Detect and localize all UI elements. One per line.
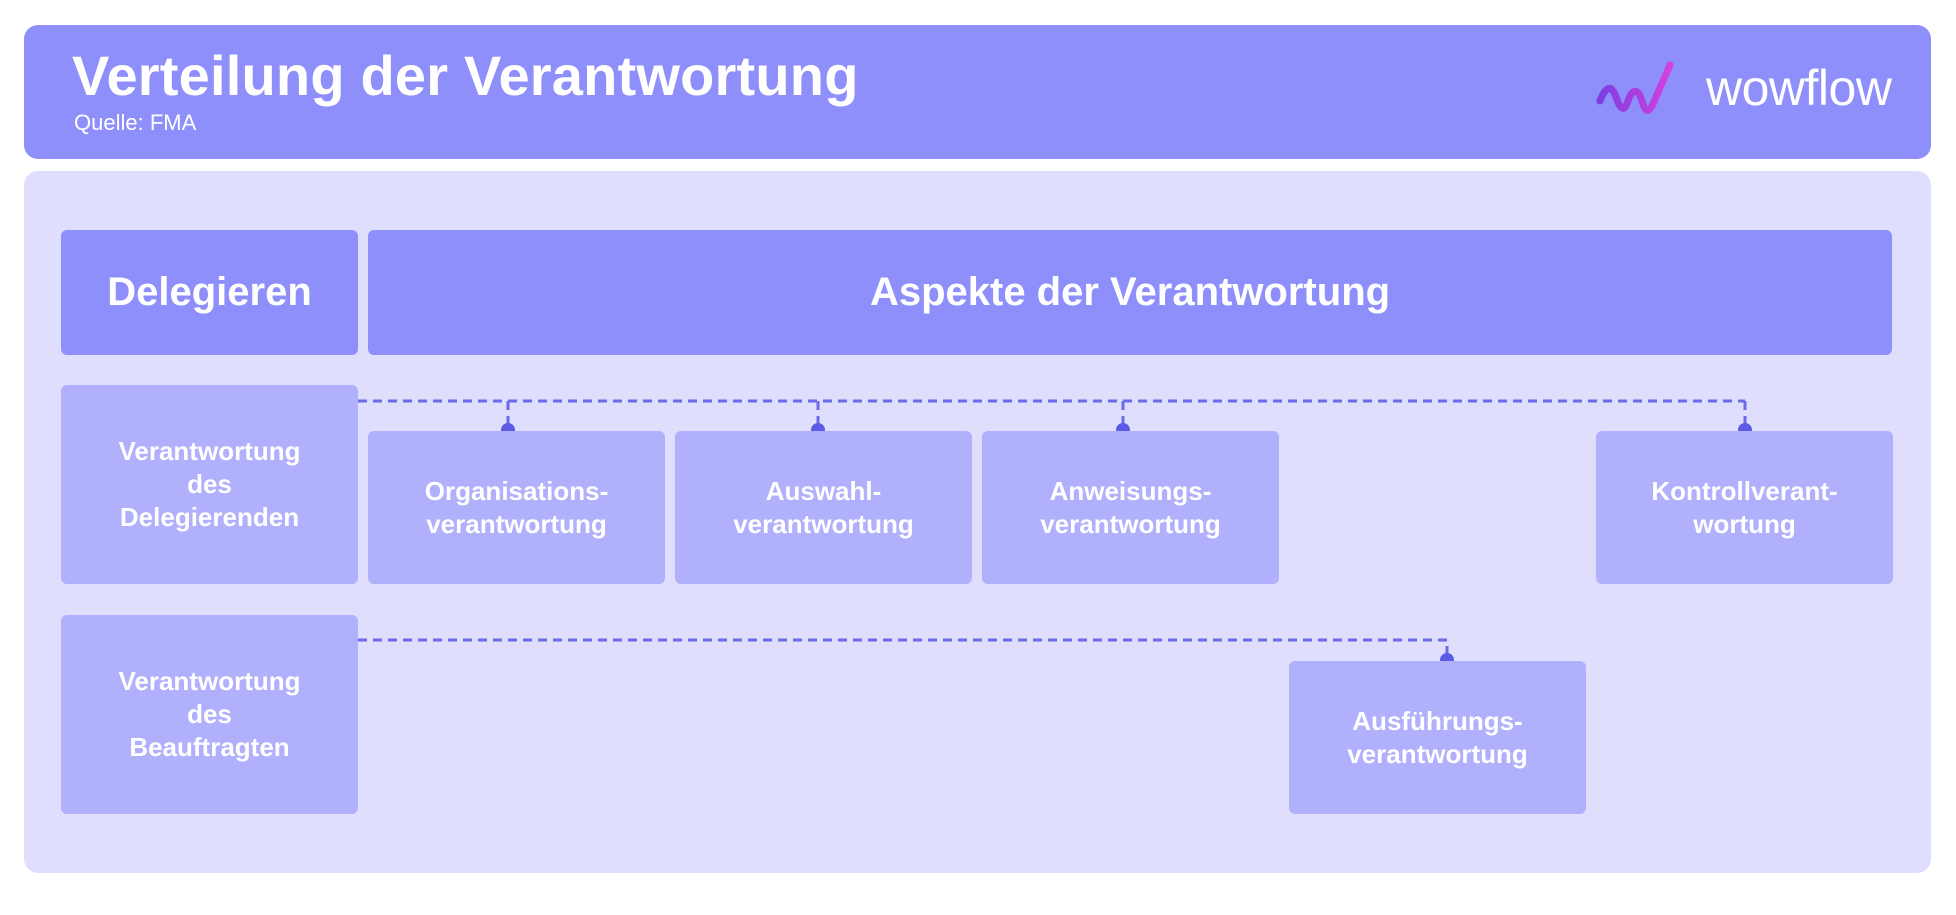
aspect-box-ausfuehrung: Ausführungs- verantwortung xyxy=(1289,661,1586,814)
logo-wordmark: wowflow xyxy=(1706,60,1892,116)
aspect-box-kontrolle: Kontrollverant- wortung xyxy=(1596,431,1893,584)
wowflow-logo: wowflow xyxy=(1594,57,1914,127)
aspect-box-organisation: Organisations- verantwortung xyxy=(368,431,665,584)
row-label-delegierende: Verantwortung des Delegierenden xyxy=(61,385,358,584)
wave-logo-icon xyxy=(1596,61,1674,114)
header-banner: Verteilung der Verantwortung Quelle: FMA… xyxy=(24,25,1931,159)
column-header-aspekte: Aspekte der Verantwortung xyxy=(368,230,1892,355)
aspect-box-auswahl: Auswahl- verantwortung xyxy=(675,431,972,584)
source-label: Quelle: FMA xyxy=(74,110,197,135)
row-label-beauftragte: Verantwortung des Beauftragten xyxy=(61,615,358,814)
column-header-delegieren: Delegieren xyxy=(61,230,358,355)
aspect-box-anweisung: Anweisungs- verantwortung xyxy=(982,431,1279,584)
page-title: Verteilung der Verantwortung xyxy=(72,44,859,107)
connector-beauftragte-bus xyxy=(358,638,1449,660)
